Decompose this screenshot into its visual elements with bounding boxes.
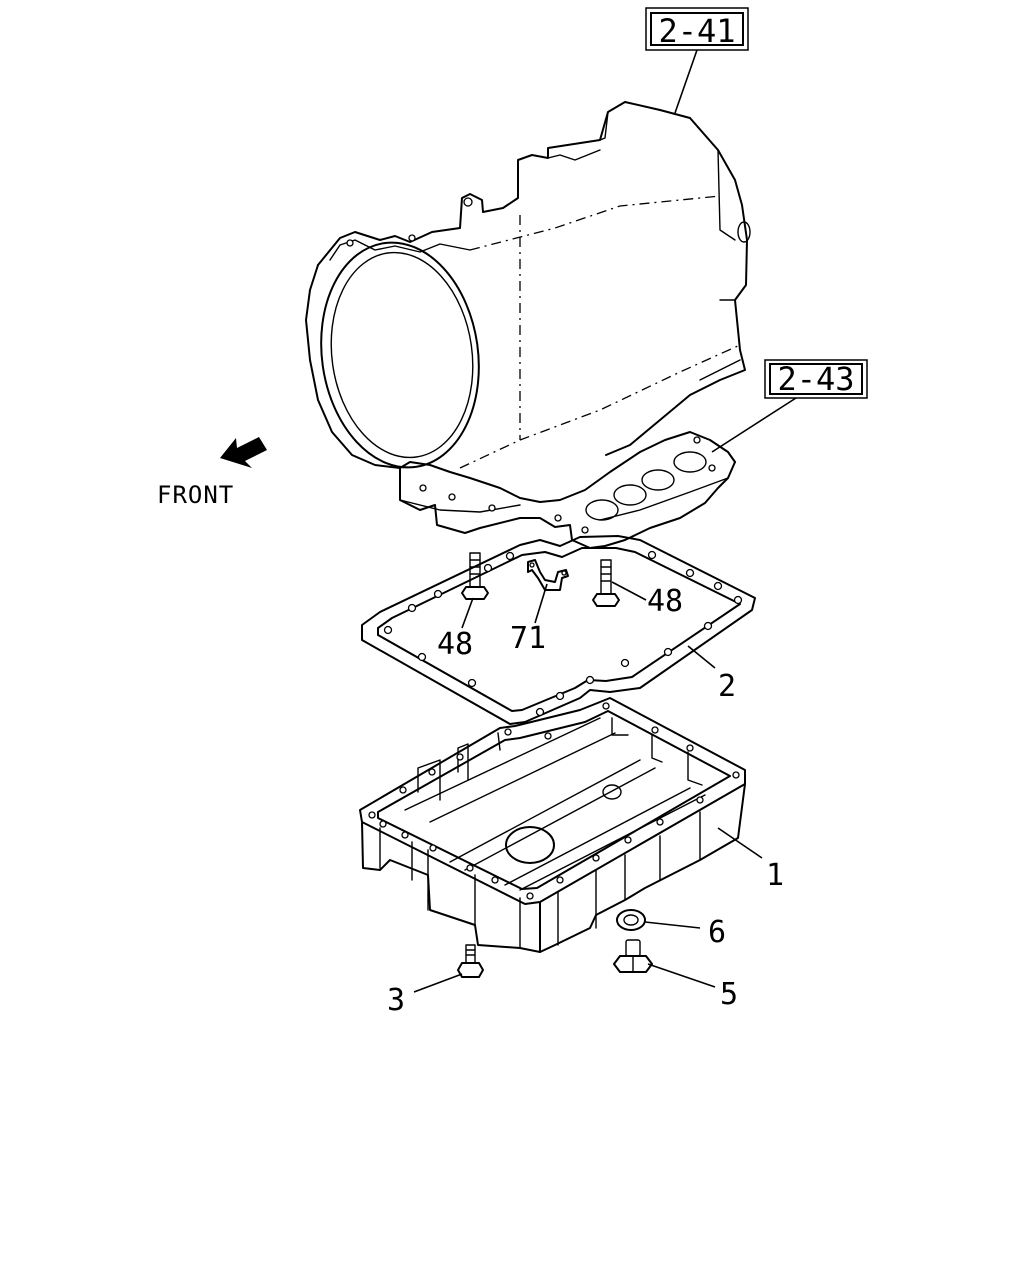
transmission-case [305, 101, 751, 469]
front-arrow-icon [220, 437, 267, 468]
gasket [361, 535, 756, 725]
ref-box-2-41[interactable]: 2-41 [645, 7, 749, 51]
drain-plug [613, 939, 653, 973]
pan-bolt [457, 944, 484, 978]
callout-3: 3 [387, 983, 405, 1018]
leader-2 [687, 645, 716, 669]
callout-5: 5 [720, 977, 738, 1012]
leader-48-left [461, 597, 474, 629]
callout-48-right: 48 [647, 584, 683, 619]
callout-6: 6 [708, 915, 726, 950]
ref-label-2-43: 2-43 [777, 360, 854, 398]
bracket [527, 559, 569, 591]
leader-2-43 [711, 397, 797, 453]
ref-label-2-41: 2-41 [658, 12, 735, 50]
oil-pan [359, 697, 746, 953]
leader-1 [717, 827, 763, 859]
leader-71 [534, 583, 548, 624]
front-label: FRONT [157, 481, 234, 509]
bolt-left [461, 552, 489, 600]
ref-box-2-43[interactable]: 2-43 [764, 359, 868, 399]
drain-washer [616, 909, 646, 931]
control-valve-body [399, 431, 736, 549]
leader-48-right [611, 581, 647, 601]
bolt-right [592, 559, 620, 607]
leader-3 [413, 973, 463, 993]
callout-48-left: 48 [437, 627, 473, 662]
callout-2: 2 [718, 669, 736, 704]
callout-71: 71 [510, 621, 546, 656]
leader-6 [644, 921, 701, 929]
callout-1: 1 [766, 858, 784, 893]
leader-2-41 [674, 49, 698, 114]
leader-5 [647, 963, 716, 988]
